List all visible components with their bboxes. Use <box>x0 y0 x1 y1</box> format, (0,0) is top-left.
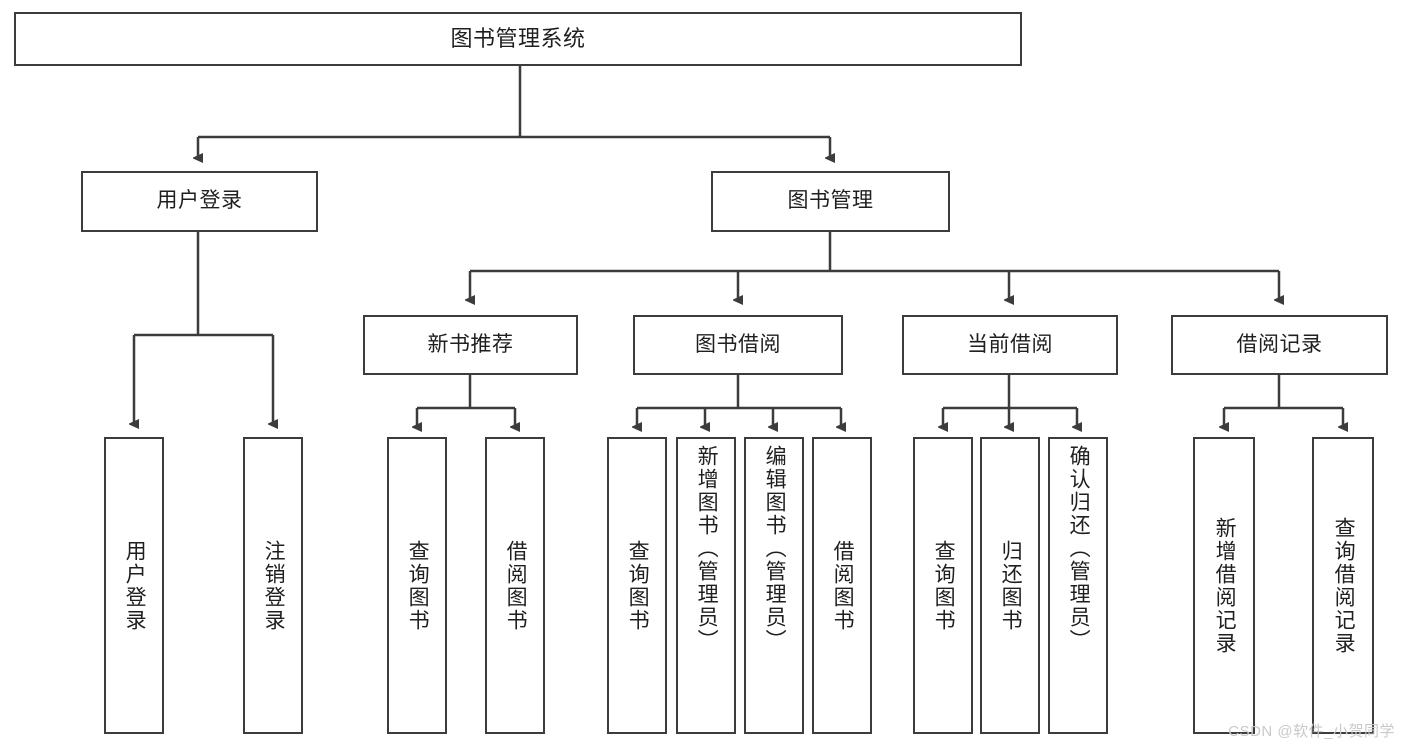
leaf-user-login-2-label: 注销登录 <box>262 539 286 632</box>
leaf-book-borrow-2[interactable]: 新增图书（管理员） <box>676 437 736 734</box>
leaf-new-book-2[interactable]: 借阅图书 <box>485 437 545 734</box>
node-new-book-recommend[interactable]: 新书推荐 <box>363 315 578 375</box>
node-book-manage-label: 图书管理 <box>787 189 874 213</box>
leaf-book-borrow-1[interactable]: 查询图书 <box>607 437 667 734</box>
leaf-user-login-2[interactable]: 注销登录 <box>243 437 303 734</box>
node-user-login-label: 用户登录 <box>156 189 243 213</box>
leaf-book-borrow-4[interactable]: 借阅图书 <box>812 437 872 734</box>
leaf-current-borrow-3-label: 确认归还（管理员） <box>1067 445 1091 652</box>
leaf-new-book-1-label: 查询图书 <box>406 539 430 632</box>
leaf-borrow-record-1-label: 新增借阅记录 <box>1213 516 1237 655</box>
node-current-borrow[interactable]: 当前借阅 <box>902 315 1118 375</box>
leaf-current-borrow-2[interactable]: 归还图书 <box>980 437 1040 734</box>
node-book-borrow-label: 图书借阅 <box>695 332 781 356</box>
node-book-borrow[interactable]: 图书借阅 <box>633 315 843 375</box>
node-root[interactable]: 图书管理系统 <box>14 12 1022 66</box>
leaf-book-borrow-2-label: 新增图书（管理员） <box>695 445 719 652</box>
leaf-user-login-1[interactable]: 用户登录 <box>104 437 164 734</box>
leaf-borrow-record-2[interactable]: 查询借阅记录 <box>1312 437 1374 734</box>
leaf-borrow-record-2-label: 查询借阅记录 <box>1332 516 1356 655</box>
node-new-book-recommend-label: 新书推荐 <box>427 332 514 356</box>
leaf-new-book-1[interactable]: 查询图书 <box>387 437 447 734</box>
leaf-current-borrow-1-label: 查询图书 <box>932 539 956 632</box>
leaf-current-borrow-2-label: 归还图书 <box>999 539 1023 632</box>
node-borrow-record-label: 借阅记录 <box>1236 332 1323 356</box>
node-book-manage[interactable]: 图书管理 <box>711 171 950 232</box>
leaf-book-borrow-4-label: 借阅图书 <box>831 539 855 632</box>
node-current-borrow-label: 当前借阅 <box>967 332 1053 356</box>
leaf-book-borrow-1-label: 查询图书 <box>626 539 650 632</box>
watermark: CSDN @软件_小贺同学 <box>1228 723 1395 740</box>
leaf-current-borrow-3[interactable]: 确认归还（管理员） <box>1048 437 1108 734</box>
leaf-book-borrow-3-label: 编辑图书（管理员） <box>763 445 787 652</box>
node-root-label: 图书管理系统 <box>450 26 586 52</box>
leaf-borrow-record-1[interactable]: 新增借阅记录 <box>1193 437 1255 734</box>
leaf-current-borrow-1[interactable]: 查询图书 <box>913 437 973 734</box>
node-borrow-record[interactable]: 借阅记录 <box>1171 315 1388 375</box>
leaf-book-borrow-3[interactable]: 编辑图书（管理员） <box>744 437 804 734</box>
node-user-login[interactable]: 用户登录 <box>81 171 318 232</box>
leaf-new-book-2-label: 借阅图书 <box>504 539 528 632</box>
leaf-user-login-1-label: 用户登录 <box>123 539 147 632</box>
